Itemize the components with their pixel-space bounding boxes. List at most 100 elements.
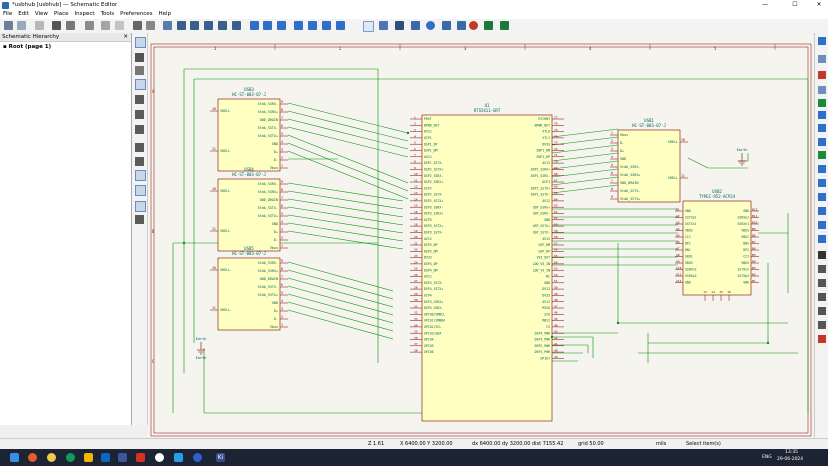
zoom-out-icon[interactable] — [190, 21, 199, 30]
maximize-button[interactable]: ☐ — [792, 1, 798, 8]
redo-icon[interactable] — [115, 21, 124, 30]
zoom-objects-icon[interactable] — [218, 21, 227, 30]
symbol-browser-icon[interactable] — [379, 21, 388, 30]
add-text-icon[interactable] — [818, 251, 826, 259]
save-icon[interactable] — [17, 21, 26, 30]
new-schematic-icon[interactable] — [4, 21, 13, 30]
cursor-style-icon[interactable] — [135, 79, 146, 90]
refresh-icon[interactable] — [163, 21, 172, 30]
wire-angle-icon[interactable] — [135, 110, 144, 119]
annotate-auto-icon[interactable] — [135, 125, 144, 134]
highlight-tool-icon[interactable] — [818, 55, 826, 63]
import-sheet-pin-icon[interactable] — [818, 221, 826, 229]
add-circle-icon[interactable] — [818, 307, 826, 315]
chrome-canary-icon[interactable] — [47, 453, 56, 462]
firefox-icon[interactable] — [28, 453, 37, 462]
find-replace-icon[interactable] — [146, 21, 155, 30]
delete-tool-icon[interactable] — [818, 335, 826, 343]
add-bus-icon[interactable] — [818, 111, 826, 119]
add-hier-label-icon[interactable] — [818, 193, 826, 201]
mirror-h-icon[interactable] — [336, 21, 345, 30]
annotate-icon[interactable] — [411, 21, 420, 30]
menu-preferences[interactable]: Preferences — [120, 11, 153, 17]
plot-icon[interactable] — [66, 21, 75, 30]
wire — [287, 285, 394, 316]
add-global-label-icon[interactable] — [818, 179, 826, 187]
rotate-ccw-icon[interactable] — [294, 21, 303, 30]
update-pcb-icon[interactable] — [500, 21, 509, 30]
usb2-pin-number: B9 — [752, 227, 756, 231]
bom-icon[interactable] — [457, 21, 466, 30]
symbol-editor-icon[interactable] — [363, 21, 374, 32]
rotate-cw-icon[interactable] — [308, 21, 317, 30]
zoom-selection-icon[interactable] — [232, 21, 241, 30]
footprint-editor-icon[interactable] — [395, 21, 404, 30]
assign-footprints-icon[interactable] — [442, 21, 451, 30]
kicad-taskbar-icon[interactable]: Ki — [216, 453, 225, 462]
start-icon[interactable] — [10, 453, 19, 462]
menu-view[interactable]: View — [34, 11, 48, 17]
app-icon-2[interactable] — [136, 453, 145, 462]
hierarchy-navigator-icon[interactable] — [135, 201, 146, 212]
menu-inspect[interactable]: Inspect — [74, 11, 95, 17]
add-label-icon[interactable] — [818, 165, 826, 173]
undo-icon[interactable] — [101, 21, 110, 30]
u1-pin-number: 27 — [414, 279, 418, 283]
bus-icon[interactable] — [135, 143, 144, 152]
zoom-in-icon[interactable] — [177, 21, 186, 30]
hierarchy-close-icon[interactable]: ✕ — [123, 34, 128, 40]
chrome-icon[interactable] — [66, 453, 75, 462]
app-icon-4[interactable] — [174, 453, 183, 462]
file-explorer-icon[interactable] — [84, 453, 93, 462]
no-connect-icon[interactable] — [818, 138, 826, 146]
navigate-up-icon[interactable] — [263, 21, 272, 30]
add-wire-icon[interactable] — [818, 99, 826, 107]
menu-file[interactable]: File — [3, 11, 13, 17]
junction-icon[interactable] — [818, 151, 826, 159]
menu-tools[interactable]: Tools — [100, 11, 115, 17]
app-icon-5[interactable] — [193, 453, 202, 462]
add-symbol-icon[interactable] — [818, 71, 826, 79]
u1-pin-name: GND — [544, 218, 550, 222]
grid-toggle-icon[interactable] — [135, 37, 146, 48]
net-highlight-icon[interactable] — [135, 157, 144, 166]
select-tool-icon[interactable] — [818, 37, 826, 45]
close-button[interactable]: ✕ — [816, 1, 822, 8]
mirror-v-icon[interactable] — [322, 21, 331, 30]
find-icon[interactable] — [133, 21, 142, 30]
add-textbox-icon[interactable] — [818, 265, 826, 273]
add-table-icon[interactable] — [818, 279, 826, 287]
paste-icon[interactable] — [85, 21, 94, 30]
hierarchy-root-item[interactable]: ▪ Root (page 1) — [0, 42, 131, 52]
add-line-icon[interactable] — [818, 235, 826, 243]
navigate-back-icon[interactable] — [250, 21, 259, 30]
add-sheet-icon[interactable] — [818, 207, 826, 215]
units-mils-icon[interactable] — [135, 53, 144, 62]
print-icon[interactable] — [52, 21, 61, 30]
app-icon-1[interactable] — [118, 453, 127, 462]
pcb-editor-icon[interactable] — [484, 21, 493, 30]
app-icon-3[interactable] — [155, 453, 164, 462]
add-power-icon[interactable] — [818, 86, 826, 94]
menu-edit[interactable]: Edit — [18, 11, 29, 17]
store-icon[interactable] — [101, 453, 110, 462]
show-properties-icon[interactable] — [135, 185, 146, 196]
page-settings-icon[interactable] — [35, 21, 44, 30]
erc-icon[interactable] — [426, 21, 435, 30]
properties-manager-icon[interactable] — [135, 215, 144, 224]
hidden-pins-icon[interactable] — [135, 95, 144, 104]
minimize-button[interactable]: — — [762, 1, 768, 8]
add-image-icon[interactable] — [818, 321, 826, 329]
menu-place[interactable]: Place — [53, 11, 69, 17]
zoom-fit-icon[interactable] — [204, 21, 213, 30]
usb5-body — [217, 257, 281, 331]
units-mm-icon[interactable] — [135, 66, 144, 75]
scripting-console-icon[interactable] — [469, 21, 478, 30]
menu-help[interactable]: Help — [158, 11, 172, 17]
add-rectangle-icon[interactable] — [818, 293, 826, 301]
navigate-forward-icon[interactable] — [277, 21, 286, 30]
bus-entry-icon[interactable] — [818, 124, 826, 132]
highlight-net-icon[interactable] — [135, 170, 146, 181]
